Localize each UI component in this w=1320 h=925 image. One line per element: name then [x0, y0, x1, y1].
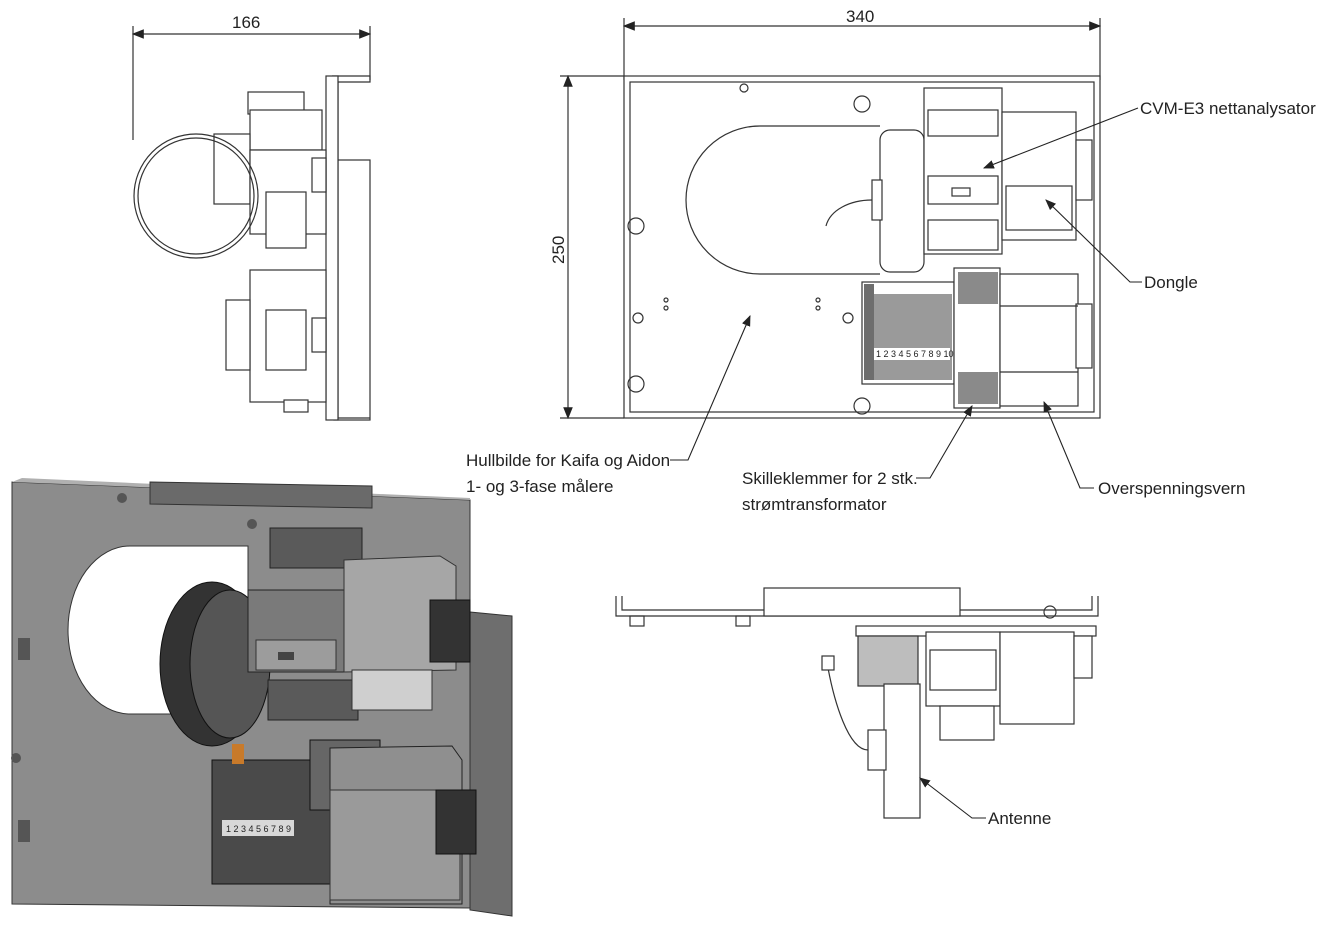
leader-lines — [670, 107, 1142, 489]
leader-antenne — [919, 777, 986, 819]
terminal-numbers-iso: 1 2 3 4 5 6 7 8 9 — [226, 824, 291, 834]
callout-skilleklemmer-1: Skilleklemmer for 2 stk. — [742, 469, 918, 488]
terminal-numbers-top: 1 2 3 4 5 6 7 8 9 10 — [876, 349, 954, 359]
dim-width-side: 166 — [232, 13, 260, 32]
callout-antenne: Antenne — [988, 809, 1051, 828]
dim-height-top: 250 — [549, 236, 568, 264]
callout-cvm: CVM-E3 nettanalysator — [1140, 99, 1316, 118]
side-view — [131, 26, 372, 421]
callout-skilleklemmer-2: strømtransformator — [742, 495, 887, 514]
callout-dongle: Dongle — [1144, 273, 1198, 292]
bottom-view — [615, 587, 1099, 819]
callout-hullbilde-1: Hullbilde for Kaifa og Aidon — [466, 451, 670, 470]
terminal-strip-top — [864, 272, 998, 404]
callout-overspenning: Overspenningsvern — [1098, 479, 1245, 498]
callout-hullbilde-2: 1- og 3-fase målere — [466, 477, 613, 496]
dim-width-top: 340 — [846, 7, 874, 26]
top-view — [560, 18, 1102, 420]
isometric-view — [11, 478, 513, 917]
